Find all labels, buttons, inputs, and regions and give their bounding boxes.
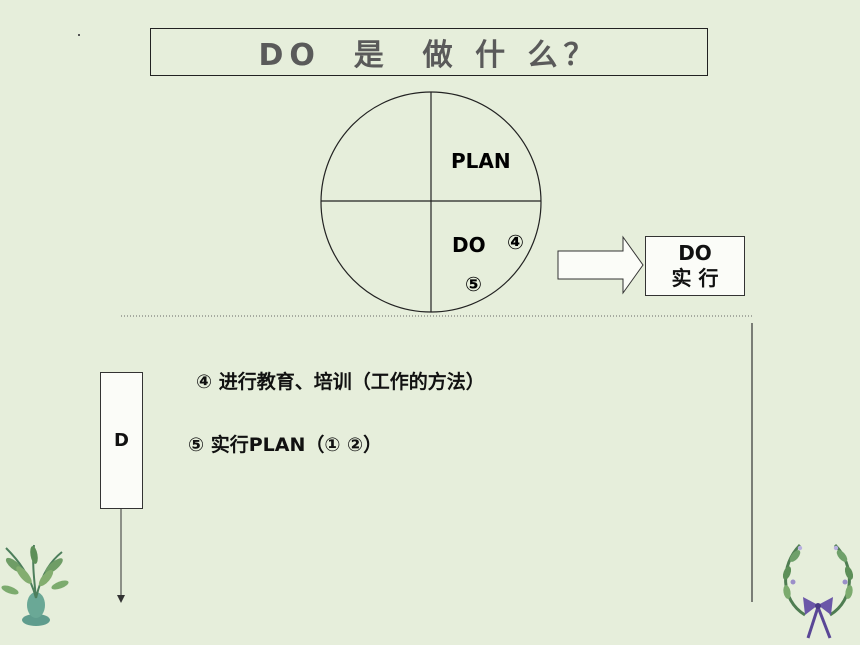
do-execute-box: DO 实 行: [645, 236, 745, 296]
down-arrow-icon: [117, 595, 125, 603]
page-title: DO 是 做 什 么？: [258, 38, 600, 73]
plant-decoration-icon: [1, 544, 69, 626]
do-box-line2: 实 行: [671, 266, 719, 290]
do-box-line1: DO: [678, 241, 712, 265]
step-item-5: ⑤ 实行PLAN（① ②）: [188, 434, 383, 456]
right-arrow-icon: [557, 235, 644, 295]
dot-mark: [78, 34, 80, 36]
marker-5: ⑤: [465, 272, 482, 296]
marker-4: ④: [507, 230, 524, 254]
wreath-decoration-icon: [782, 543, 854, 639]
d-box: D: [100, 372, 143, 509]
plan-label: PLAN: [451, 149, 511, 173]
title-box: DO 是 做 什 么？: [150, 28, 708, 76]
d-box-label: D: [114, 430, 129, 451]
step-item-4: ④ 进行教育、培训（工作的方法）: [196, 371, 485, 393]
do-label: DO: [452, 233, 486, 257]
